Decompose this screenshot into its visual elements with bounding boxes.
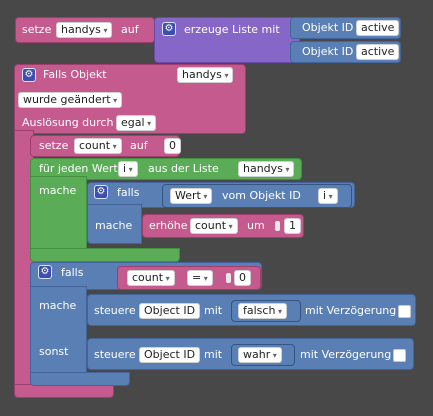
from-object-label: vom Objekt ID [222,189,301,202]
loop-variable-dropdown[interactable]: i [118,161,138,177]
operator-dropdown[interactable]: = [187,270,213,286]
if-label: falls [61,266,84,279]
with-label: mit [204,348,223,361]
value-true-dropdown[interactable]: wahr [238,347,282,363]
value-false-dropdown[interactable]: falsch [238,303,287,319]
delay-checkbox[interactable] [398,305,411,318]
gear-icon[interactable]: ⚙ [94,185,108,199]
with-label: mit [204,304,223,317]
create-list-label: erzeuge Liste mit [184,23,280,36]
foreach-block-spine [30,176,87,260]
trigger-type-dropdown[interactable]: egal [116,115,157,131]
if-object-label: Falls Objekt [43,68,107,81]
trigger-object-dropdown[interactable]: handys [177,67,234,83]
else-label: sonst [39,345,69,358]
control-label: steuere [94,348,136,361]
changed-dropdown[interactable]: wurde geändert [18,92,123,108]
outer-if-bottom [30,372,130,386]
set-label: setze [39,139,69,152]
object-id-selector[interactable]: Object ID [139,303,201,319]
increment-variable-dropdown[interactable]: count [190,218,238,234]
object-variable-dropdown[interactable]: i [318,188,338,204]
foreach-label: für jeden Wert [39,162,118,175]
on-label: auf [121,23,139,36]
inner-if-spine [87,204,142,244]
outer-if-spine [30,286,87,384]
compare-variable-dropdown[interactable]: count [127,270,175,286]
object-id-selector[interactable]: Object ID [139,347,201,363]
value-dropdown[interactable]: Wert [170,188,213,204]
delay-label: mit Verzögerung [300,348,392,361]
gear-icon[interactable]: ⚙ [38,265,52,279]
set-label: setze [22,23,52,36]
compare-value-input[interactable]: 0 [234,270,251,286]
control-label: steuere [94,304,136,317]
do-label: mache [95,219,133,232]
do-label: mache [39,184,77,197]
gear-icon[interactable]: ⚙ [22,68,36,82]
delay-checkbox[interactable] [393,349,406,362]
trigger-block-bottom [14,384,114,398]
object-id-value-1[interactable]: active [356,20,400,36]
if-label: falls [117,186,140,199]
increment-value-input[interactable]: 1 [284,218,301,234]
object-id-label: Objekt ID [302,21,354,34]
do-label: mache [39,299,77,312]
delay-label: mit Verzögerung [305,304,397,317]
on-label: auf [130,139,148,152]
by-label: um [247,219,265,232]
count-value-input[interactable]: 0 [164,138,181,154]
create-list-block[interactable] [154,17,300,63]
object-id-value-2[interactable]: active [356,44,400,60]
foreach-block[interactable] [30,158,302,180]
from-list-label: aus der Liste [148,162,219,175]
trigger-label: Auslösung durch [22,116,114,129]
connector-notch [275,221,280,231]
list-dropdown[interactable]: handys [238,161,295,177]
gear-icon[interactable]: ⚙ [162,22,176,36]
increment-label: erhöhe [149,219,188,232]
count-variable-dropdown[interactable]: count [74,138,122,154]
variable-dropdown[interactable]: handys [56,22,113,38]
connector-notch [226,273,231,283]
object-id-label: Objekt ID [302,45,354,58]
foreach-block-bottom [30,248,180,262]
